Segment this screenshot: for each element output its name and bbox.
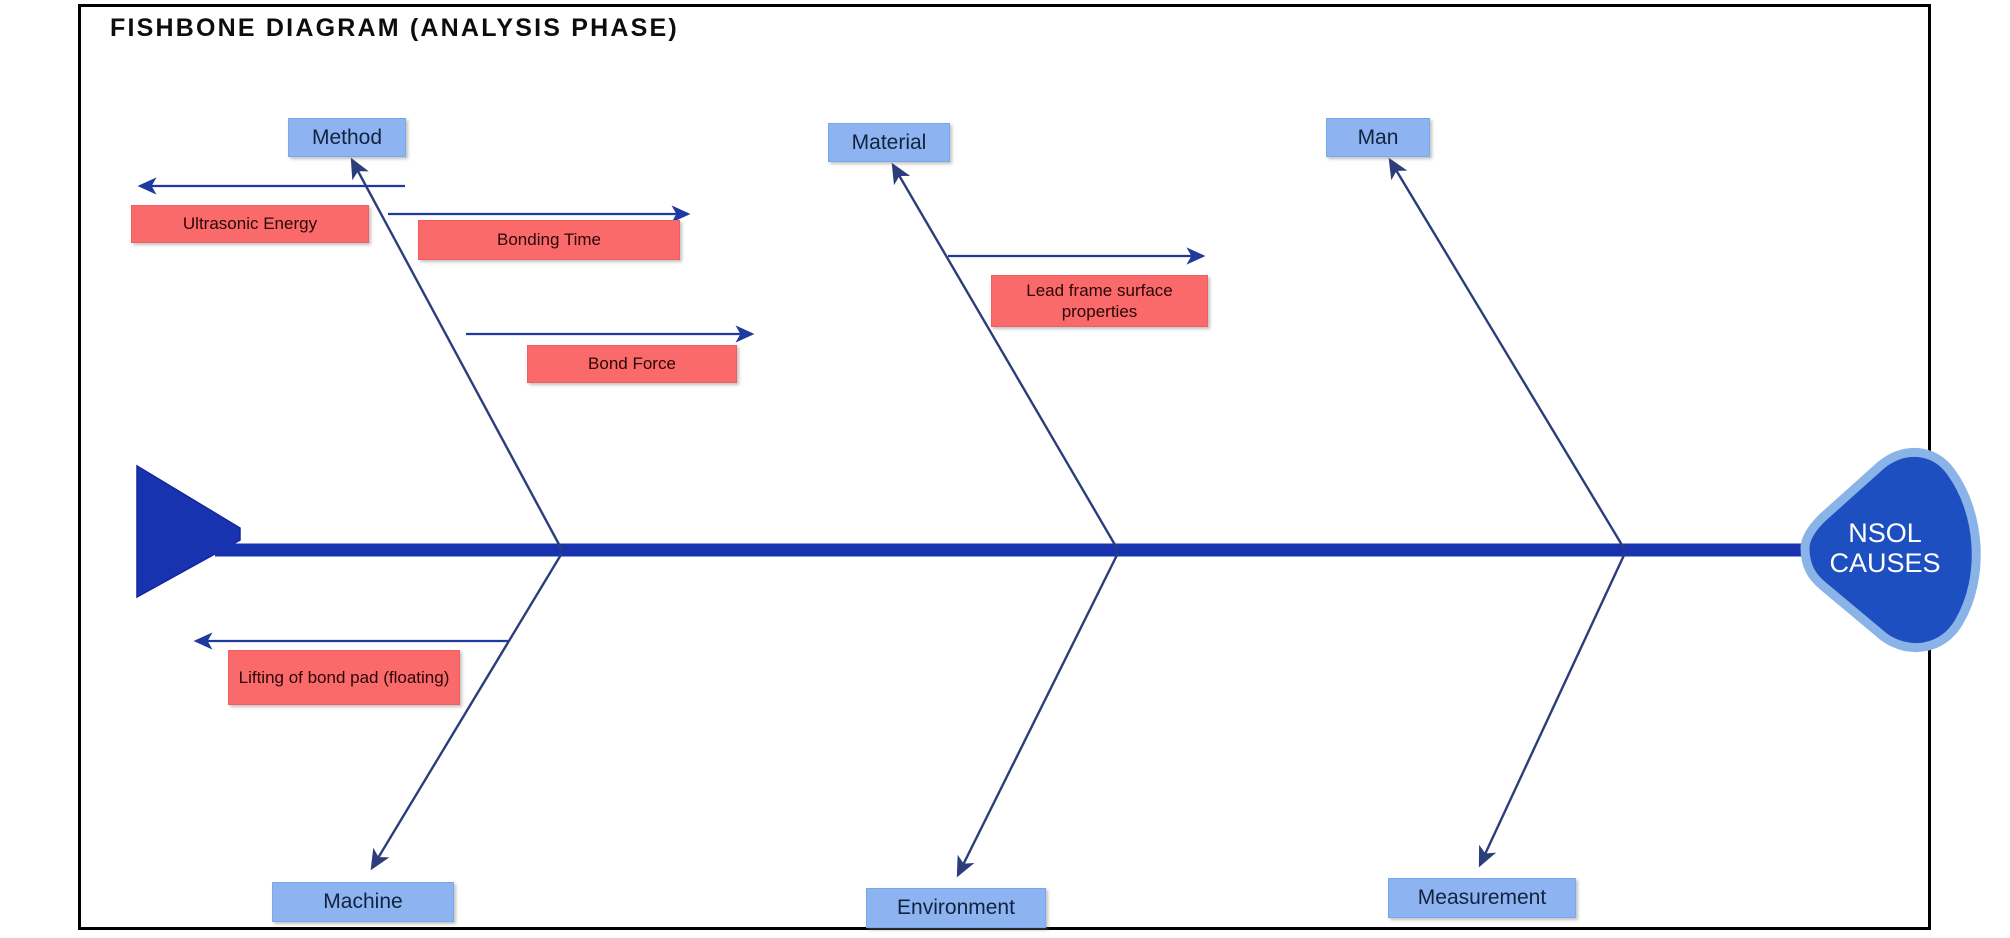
page-title: FISHBONE DIAGRAM (ANALYSIS PHASE) bbox=[110, 14, 679, 42]
category-box-method[interactable]: Method bbox=[288, 118, 406, 157]
cause-box-bond-force[interactable]: Bond Force bbox=[527, 345, 737, 383]
category-box-man[interactable]: Man bbox=[1326, 118, 1430, 157]
category-box-material[interactable]: Material bbox=[828, 123, 950, 162]
cause-box-lifting-bond-pad[interactable]: Lifting of bond pad (floating) bbox=[228, 650, 460, 705]
category-box-measurement[interactable]: Measurement bbox=[1388, 878, 1576, 918]
cause-box-lead-frame-surface[interactable]: Lead frame surface properties bbox=[991, 275, 1208, 327]
category-box-environment[interactable]: Environment bbox=[866, 888, 1046, 928]
cause-box-ultrasonic-energy[interactable]: Ultrasonic Energy bbox=[131, 205, 369, 243]
category-box-machine[interactable]: Machine bbox=[272, 882, 454, 922]
cause-box-bonding-time[interactable]: Bonding Time bbox=[418, 220, 680, 260]
